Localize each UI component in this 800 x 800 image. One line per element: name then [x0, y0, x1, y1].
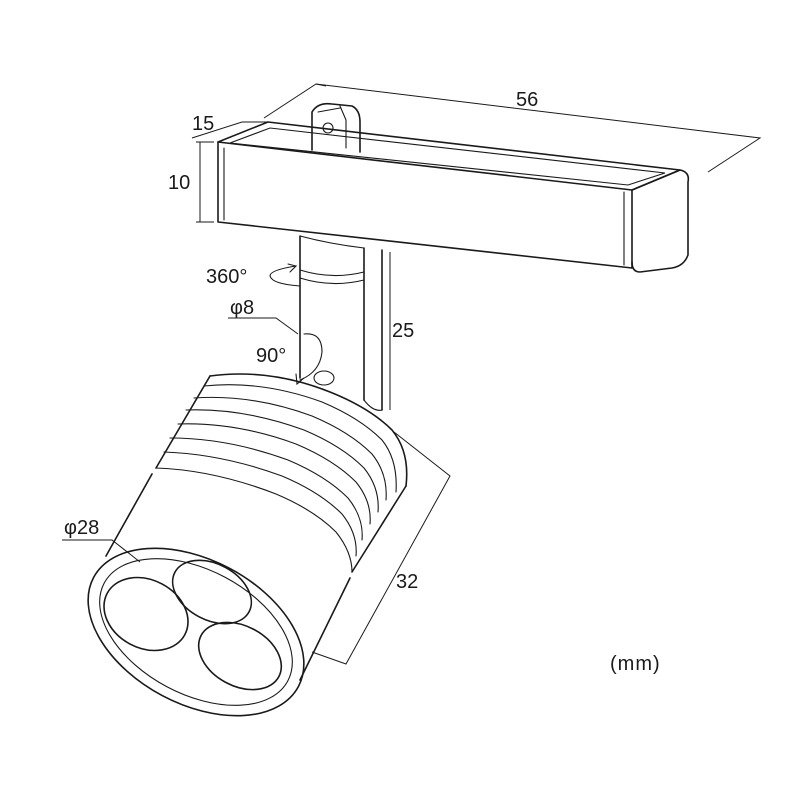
- stem-diameter-label: φ8: [230, 297, 254, 319]
- head-diameter-label: φ28: [64, 517, 99, 539]
- lamp-head: [87, 370, 408, 717]
- track-length-label: 56: [516, 89, 538, 111]
- rotation-arrows: [269, 263, 323, 386]
- track-adapter: [217, 121, 690, 273]
- tilt-angle-label: 90°: [256, 345, 286, 367]
- track-depth-label: 15: [192, 113, 214, 135]
- dimension-lines: [62, 83, 762, 665]
- connector-clip: [311, 102, 361, 153]
- units-label: (mm): [610, 653, 661, 675]
- head-length-label: 32: [396, 571, 418, 593]
- stem: [299, 235, 383, 411]
- track-height-label: 10: [168, 172, 190, 194]
- stem-length-label: 25: [392, 320, 414, 342]
- swivel-rotation-label: 360°: [206, 266, 247, 288]
